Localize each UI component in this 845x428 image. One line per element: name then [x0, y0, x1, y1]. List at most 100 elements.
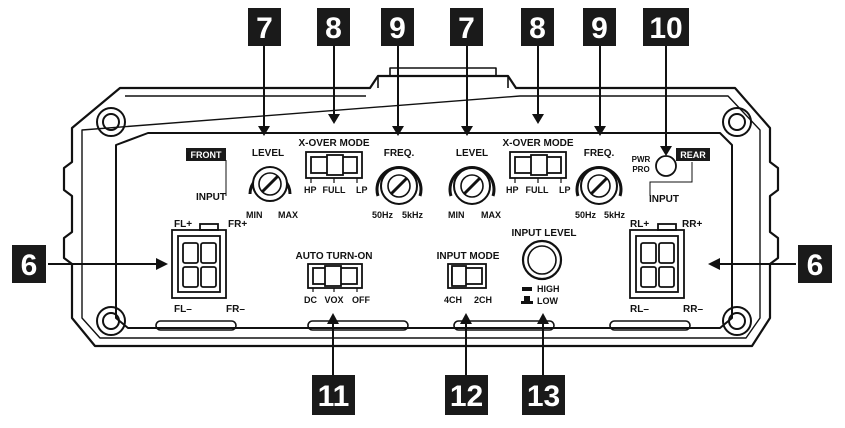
rear-channel: LEVEL MIN MAX X-OVER MODE HP FULL LP FRE… [448, 138, 710, 315]
screw-bottom-left [96, 306, 126, 336]
pin-fr-minus: FR– [226, 304, 245, 315]
front-freq-label: FREQ. [384, 148, 415, 159]
leader-7-left [258, 45, 270, 136]
callout-9-left: 9 [381, 8, 414, 46]
rear-level-knob[interactable] [448, 165, 496, 205]
callout-7-left: 7 [248, 8, 281, 46]
pwr-pro-line1: PWR [632, 155, 651, 164]
rear-xover-switch[interactable] [509, 151, 567, 183]
input-mode-4ch: 4CH [444, 295, 462, 305]
callout-9-right: 9 [583, 8, 616, 46]
svg-text:7: 7 [458, 12, 475, 45]
front-freq-knob[interactable] [375, 165, 423, 205]
callout-10: 10 [643, 8, 689, 46]
rear-input-connector[interactable] [629, 223, 685, 299]
pwr-pro-line2: PRO [632, 165, 649, 174]
screw-top-right [722, 107, 752, 137]
pin-fl-minus: FL– [174, 304, 192, 315]
svg-text:11: 11 [318, 380, 350, 413]
svg-text:7: 7 [256, 12, 273, 45]
callout-13: 13 [522, 375, 565, 415]
input-level-low: LOW [537, 296, 558, 306]
svg-text:13: 13 [527, 380, 560, 413]
front-level-min: MIN [246, 210, 263, 220]
front-xover-switch[interactable] [305, 151, 363, 183]
pin-rr-plus: RR+ [682, 219, 702, 230]
leader-9-left [392, 45, 404, 136]
auto-turn-on-off: OFF [352, 295, 370, 305]
input-level-high: HIGH [537, 284, 560, 294]
leader-13 [537, 313, 549, 375]
callout-12: 12 [445, 375, 488, 415]
input-level-button[interactable] [521, 239, 563, 281]
rear-xover-lp: LP [559, 185, 571, 195]
input-mode-control: INPUT MODE 4CH 2CH [437, 251, 500, 305]
input-level-label: INPUT LEVEL [511, 228, 576, 239]
rear-badge [676, 148, 710, 161]
front-freq-min: 50Hz [372, 210, 394, 220]
front-badge-label: FRONT [191, 150, 222, 160]
pin-fr-plus: FR+ [228, 219, 247, 230]
auto-turn-on-switch[interactable] [307, 263, 363, 292]
input-mode-label: INPUT MODE [437, 251, 500, 262]
rear-input-bracket [649, 162, 693, 196]
callout-6-left: 6 [12, 245, 46, 283]
rear-level-label: LEVEL [456, 148, 488, 159]
front-level-knob[interactable] [248, 166, 292, 202]
front-badge [186, 148, 226, 161]
callout-7-right: 7 [450, 8, 483, 46]
leader-9-right [594, 45, 606, 136]
chassis [62, 67, 780, 348]
svg-text:12: 12 [450, 380, 483, 413]
callout-6-right: 6 [798, 245, 832, 283]
pwr-pro-led [655, 155, 677, 177]
corner-screws [96, 107, 752, 336]
pin-fl-plus: FL+ [174, 219, 192, 230]
rear-freq-knob[interactable] [575, 165, 623, 205]
front-xover-label: X-OVER MODE [298, 138, 369, 149]
rear-freq-max: 5kHz [604, 210, 626, 220]
front-xover-lp: LP [356, 185, 368, 195]
pin-rl-plus: RL+ [630, 219, 649, 230]
leader-11 [327, 313, 339, 375]
front-input-connector[interactable] [171, 223, 227, 299]
input-level-low-icon [521, 296, 533, 304]
input-level-high-icon [522, 287, 532, 291]
input-mode-switch[interactable] [447, 263, 487, 289]
screw-bottom-right [722, 306, 752, 336]
leader-10 [660, 45, 672, 156]
input-mode-2ch: 2CH [474, 295, 492, 305]
input-level-control: INPUT LEVEL HIGH LOW [511, 228, 576, 306]
svg-text:10: 10 [649, 12, 682, 45]
front-level-max: MAX [278, 210, 298, 220]
svg-text:9: 9 [591, 12, 608, 45]
pin-rr-minus: RR– [683, 304, 703, 315]
leader-8-right [532, 45, 544, 124]
rear-input-label: INPUT [649, 194, 679, 205]
auto-turn-on-dc: DC [304, 295, 317, 305]
front-input-bracket [187, 152, 227, 196]
pin-rl-minus: RL– [630, 304, 649, 315]
callout-8-left: 8 [317, 8, 350, 46]
callout-11: 11 [312, 375, 355, 415]
front-level-label: LEVEL [252, 148, 284, 159]
svg-text:9: 9 [389, 12, 406, 45]
auto-turn-on-label: AUTO TURN-ON [295, 251, 372, 262]
svg-text:6: 6 [807, 249, 824, 282]
callout-leaders [48, 45, 796, 375]
callout-8-right: 8 [521, 8, 554, 46]
front-xover-hp: HP [304, 185, 317, 195]
svg-text:8: 8 [325, 12, 342, 45]
auto-turn-on-control: AUTO TURN-ON DC VOX OFF [295, 251, 372, 305]
rear-level-min: MIN [448, 210, 465, 220]
leader-12 [460, 313, 472, 375]
rear-xover-hp: HP [506, 185, 519, 195]
front-freq-max: 5kHz [402, 210, 424, 220]
rear-freq-label: FREQ. [584, 148, 615, 159]
rear-level-max: MAX [481, 210, 501, 220]
leader-7-right [461, 45, 473, 136]
front-xover-full: FULL [323, 185, 346, 195]
rear-freq-min: 50Hz [575, 210, 597, 220]
vent-slots [155, 320, 691, 331]
